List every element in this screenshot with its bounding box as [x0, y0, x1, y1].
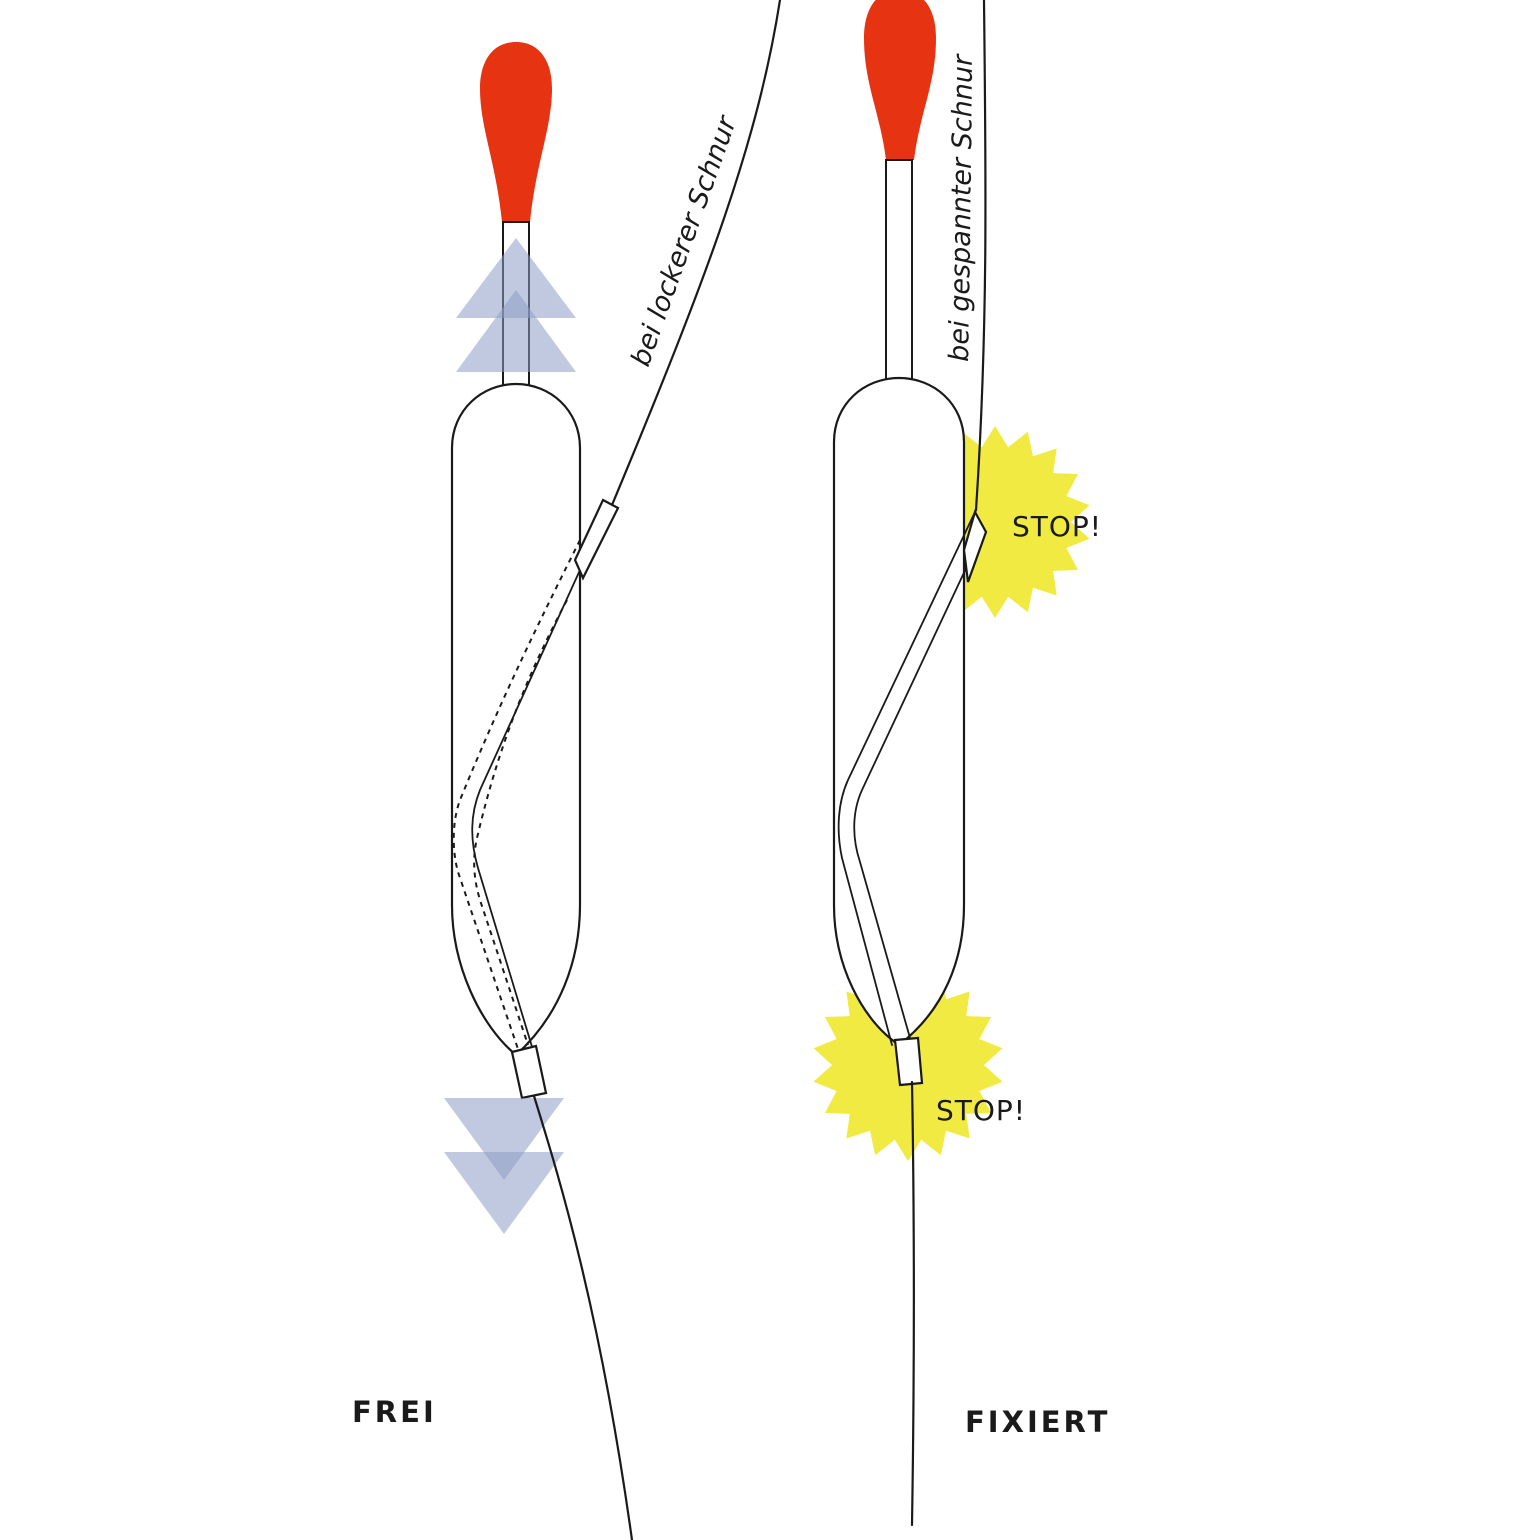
left-inner-tube-dashed	[452, 539, 581, 1056]
right-inner-tube-2	[853, 529, 985, 1046]
right-line-annotation: bei gespannter Schnur	[944, 53, 979, 362]
right-float-group: bei gespannter Schnur STOP! STOP! FIXIER…	[813, 0, 1110, 1527]
right-inner-tube	[837, 511, 976, 1046]
left-upper-line	[610, 0, 782, 507]
left-bottom-sleeve	[510, 1044, 548, 1100]
left-side-sleeve	[573, 498, 620, 581]
stop-label-top: STOP!	[1012, 510, 1102, 543]
left-line-annotation: bei lockerer Schnur	[625, 111, 743, 371]
down-arrows-icon	[444, 1098, 564, 1234]
right-side-notch	[962, 509, 988, 583]
left-state-label: FREI	[352, 1395, 437, 1429]
left-lower-line	[532, 1094, 634, 1540]
right-state-label: FIXIERT	[965, 1405, 1110, 1439]
up-arrows-icon	[456, 238, 576, 372]
left-inner-tube-dashed-2	[473, 599, 568, 1046]
left-float-body	[450, 382, 582, 1057]
stop-label-bottom: STOP!	[936, 1094, 1026, 1127]
right-upper-line	[974, 0, 987, 512]
right-lower-line	[910, 1080, 915, 1527]
right-float-stem	[885, 159, 913, 381]
left-inner-tube	[471, 569, 581, 1061]
right-float-tip	[864, 0, 936, 160]
left-float-tip	[480, 42, 552, 222]
right-bottom-sleeve	[893, 1036, 924, 1087]
left-float-group: bei lockerer Schnur FREI	[352, 0, 782, 1540]
